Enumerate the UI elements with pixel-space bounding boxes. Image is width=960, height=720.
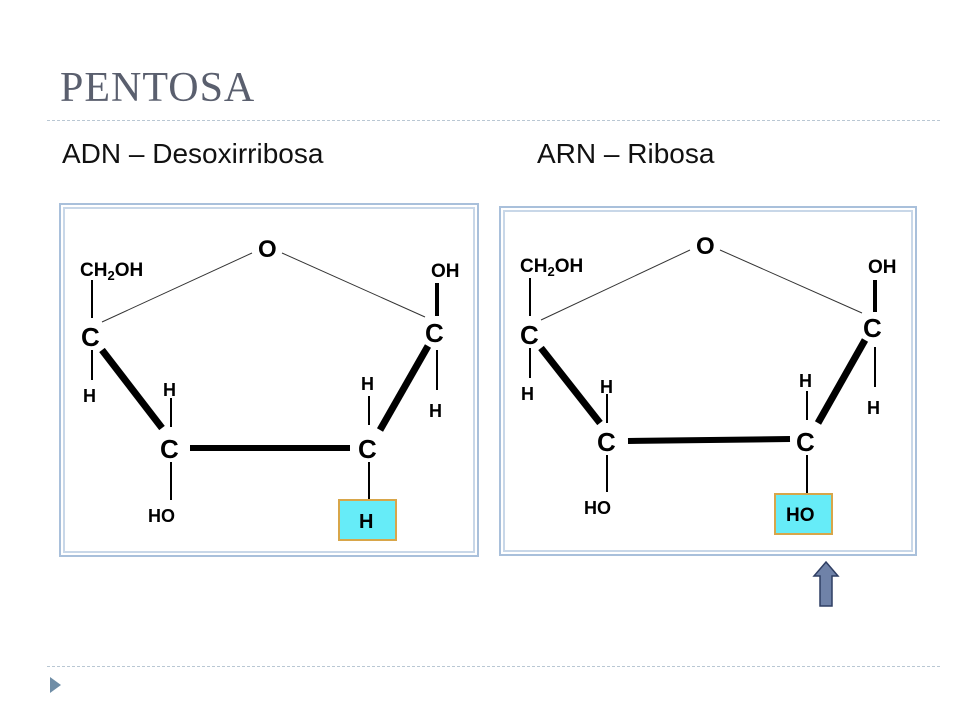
ribose-bond-c2-c1 (814, 338, 869, 425)
deoxyribose-c3-h-top: H (163, 380, 176, 400)
ribose-c1: C (863, 313, 882, 343)
deoxyribose-c2: C (358, 434, 377, 464)
title-divider (47, 120, 940, 121)
deoxyribose-c1-oh: OH (431, 261, 460, 282)
deoxyribose-c1: C (425, 318, 444, 348)
ribose-ch2oh: CH2OH (520, 256, 583, 279)
slide-title: PENTOSA (60, 65, 256, 111)
ribose-c3: C (597, 427, 616, 457)
rna-caption: ARN – Ribosa (537, 138, 715, 169)
ribose-highlight-label: HO (786, 505, 815, 526)
ribose-c2-h-top: H (799, 371, 812, 391)
bond-c4-c3 (99, 347, 165, 431)
ribose-highlight-box (774, 493, 833, 535)
bond-o-c1 (281, 252, 426, 318)
deoxyribose-c3-ho: HO (148, 506, 175, 526)
ribose-bond-c4-c3 (538, 345, 603, 426)
deoxyribose-ch2oh: CH2OH (80, 260, 143, 283)
ribose-bond-c3-c2 (627, 436, 791, 444)
ribose-bond-c4-o (540, 249, 691, 321)
ribose-frame-outer (499, 206, 917, 556)
deoxyribose-c1-h: H (429, 401, 442, 421)
ribose-c1-h: H (867, 398, 880, 418)
deoxyribose-c4: C (81, 322, 100, 352)
deoxyribose-highlight-label: H (359, 511, 373, 533)
dna-caption: ADN – Desoxirribosa (62, 138, 324, 169)
ribose-c1-oh: OH (868, 257, 897, 278)
deoxyribose-c2-h-top: H (361, 374, 374, 394)
deoxyribose-panel: O CH2OH C H H C HO H C H OH C H (59, 203, 479, 557)
ribose-c4-h: H (521, 384, 534, 404)
ribose-c2: C (796, 427, 815, 457)
bond-c2-c1 (376, 344, 432, 432)
ribose-c4: C (520, 320, 539, 350)
deoxyribose-c3: C (160, 434, 179, 464)
deoxyribose-highlight-box (338, 499, 397, 541)
ribose-bond-o-c1 (719, 249, 863, 314)
bottom-divider (47, 666, 940, 667)
ribose-c3-h-top: H (600, 377, 613, 397)
up-arrow-icon (812, 560, 840, 607)
deoxyribose-ring-oxygen: O (258, 236, 277, 263)
triangle-right-icon[interactable] (50, 677, 61, 693)
deoxyribose-c4-h: H (83, 386, 96, 406)
ribose-panel: O CH2OH C H H C HO H C HO OH C H (499, 206, 917, 556)
ribose-c3-ho: HO (584, 498, 611, 518)
bond-c4-o (101, 252, 253, 323)
deoxyribose-frame-outer (59, 203, 479, 557)
ribose-ring-oxygen: O (696, 233, 715, 260)
